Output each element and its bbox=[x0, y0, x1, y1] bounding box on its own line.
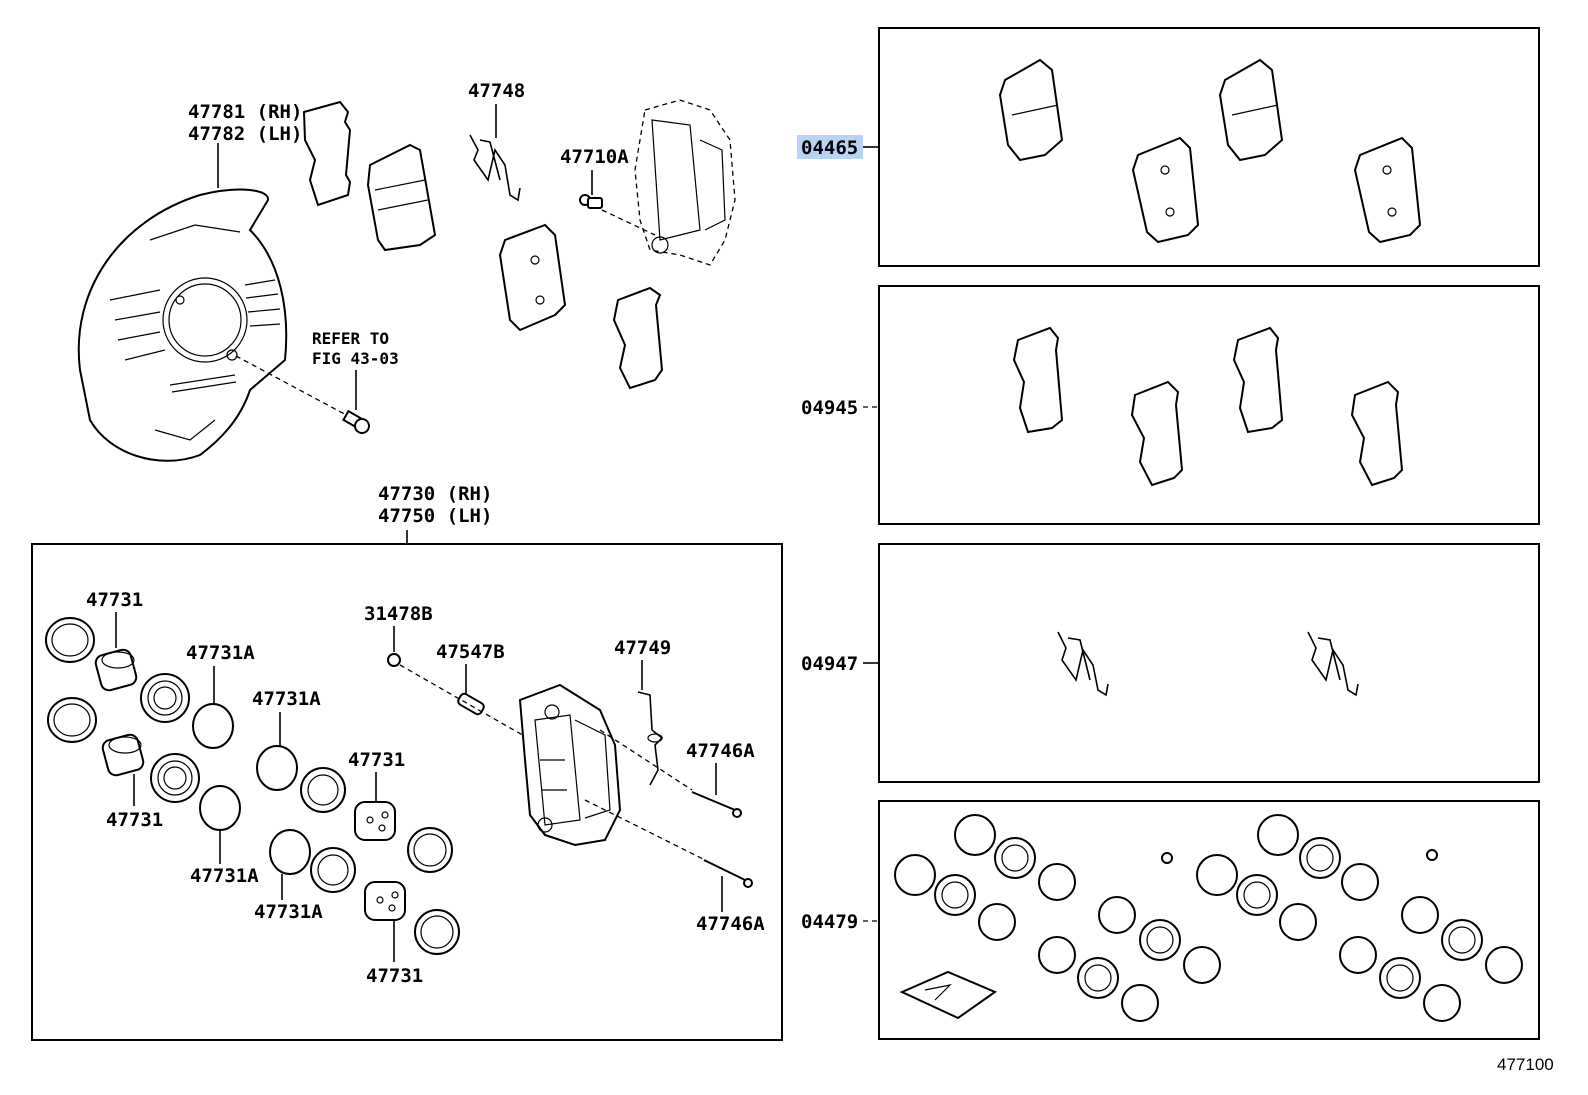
piston-seal-ring-2[interactable] bbox=[47, 697, 97, 743]
kit-04465-backing-2[interactable] bbox=[1353, 136, 1422, 244]
caliper-assembly-box bbox=[31, 543, 783, 1041]
snap-ring-2[interactable] bbox=[199, 785, 241, 831]
label-04947[interactable]: 04947 bbox=[801, 653, 858, 675]
dashed-pin-upper bbox=[599, 729, 693, 791]
seal-ring-5[interactable] bbox=[407, 827, 453, 873]
dashed-pin-lower bbox=[584, 799, 706, 861]
pad-shim-top-right[interactable] bbox=[612, 286, 664, 390]
kit-box-04945 bbox=[878, 285, 1540, 525]
label-refer-to: REFER TO bbox=[312, 329, 389, 348]
kit-04479-seals[interactable] bbox=[894, 814, 1523, 1022]
piston-3[interactable] bbox=[354, 801, 396, 841]
bleeder-cap[interactable] bbox=[387, 653, 401, 667]
label-31478b: 31478B bbox=[364, 603, 433, 625]
shield-bolt[interactable] bbox=[342, 409, 370, 434]
caliper-bolt-top[interactable] bbox=[579, 194, 603, 209]
kit-04947-spring-1[interactable] bbox=[1057, 631, 1109, 697]
kit-04945-shim-4[interactable] bbox=[1350, 380, 1404, 487]
label-47731-a: 47731 bbox=[86, 589, 143, 611]
label-47749: 47749 bbox=[614, 637, 671, 659]
pad-pin-upper[interactable] bbox=[691, 791, 742, 818]
label-47748: 47748 bbox=[468, 80, 525, 102]
label-04479[interactable]: 04479 bbox=[801, 911, 858, 933]
kit-04945-shim-2[interactable] bbox=[1130, 380, 1184, 487]
label-47746a-b: 47746A bbox=[696, 913, 765, 935]
label-47746a-a: 47746A bbox=[686, 740, 755, 762]
boot-1[interactable] bbox=[140, 673, 190, 723]
seal-ring-6[interactable] bbox=[414, 909, 460, 955]
label-47730-rh: 47730 (RH) bbox=[378, 483, 492, 505]
piston-seal-ring-1[interactable] bbox=[45, 617, 95, 663]
caliper-body[interactable] bbox=[518, 683, 622, 847]
kit-04945-shim-1[interactable] bbox=[1012, 326, 1064, 434]
label-47731a-d: 47731A bbox=[254, 901, 323, 923]
label-47731a-c: 47731A bbox=[190, 865, 259, 887]
piston-1[interactable] bbox=[94, 648, 138, 692]
figure-number: 477100 bbox=[1497, 1055, 1554, 1074]
caliper-outline-top[interactable] bbox=[634, 99, 736, 266]
snap-ring-3[interactable] bbox=[256, 745, 298, 791]
anti-rattle-spring-top[interactable] bbox=[469, 134, 521, 202]
label-47731-d: 47731 bbox=[366, 965, 423, 987]
piston-4[interactable] bbox=[364, 881, 406, 921]
label-47731-c: 47731 bbox=[348, 749, 405, 771]
pad-spring-clip[interactable] bbox=[637, 691, 664, 786]
label-47731a-a: 47731A bbox=[186, 642, 255, 664]
kit-04947-spring-2[interactable] bbox=[1307, 631, 1359, 697]
kit-04465-pad-1[interactable] bbox=[998, 58, 1064, 162]
dashed-shield-bolt bbox=[235, 355, 353, 419]
piston-2[interactable] bbox=[101, 733, 145, 777]
kit-04945-shim-3[interactable] bbox=[1232, 326, 1284, 434]
label-highlight-04465 bbox=[797, 135, 863, 159]
label-47731a-b: 47731A bbox=[252, 688, 321, 710]
kit-04465-pad-2[interactable] bbox=[1218, 58, 1284, 162]
boot-3[interactable] bbox=[300, 767, 346, 813]
dust-shield[interactable] bbox=[77, 188, 288, 462]
label-04465[interactable]: 04465 bbox=[801, 137, 858, 159]
label-04945[interactable]: 04945 bbox=[801, 397, 858, 419]
kit-04479-grease-packet[interactable] bbox=[899, 970, 998, 1020]
boot-2[interactable] bbox=[150, 753, 200, 803]
snap-ring-4[interactable] bbox=[269, 829, 311, 875]
label-47731-b: 47731 bbox=[106, 809, 163, 831]
dashed-bolt-caliper bbox=[601, 209, 656, 236]
kit-box-04947 bbox=[878, 543, 1540, 783]
bleeder-plug[interactable] bbox=[457, 692, 486, 716]
pad-shim-top-left[interactable] bbox=[302, 100, 352, 207]
label-47710a: 47710A bbox=[560, 146, 629, 168]
boot-4[interactable] bbox=[310, 847, 356, 893]
kit-box-04465 bbox=[878, 27, 1540, 267]
label-fig-ref: FIG 43-03 bbox=[312, 349, 399, 368]
label-47750-lh: 47750 (LH) bbox=[378, 505, 492, 527]
pad-pin-lower[interactable] bbox=[703, 859, 753, 888]
kit-box-04479 bbox=[878, 800, 1540, 1040]
snap-ring-1[interactable] bbox=[192, 703, 234, 749]
brake-pad-small[interactable] bbox=[498, 223, 567, 332]
label-47547b: 47547B bbox=[436, 641, 505, 663]
label-47782-lh: 47782 (LH) bbox=[188, 123, 302, 145]
kit-04465-backing-1[interactable] bbox=[1131, 136, 1200, 244]
label-47781-rh: 47781 (RH) bbox=[188, 101, 302, 123]
brake-pad-top[interactable] bbox=[366, 143, 437, 252]
